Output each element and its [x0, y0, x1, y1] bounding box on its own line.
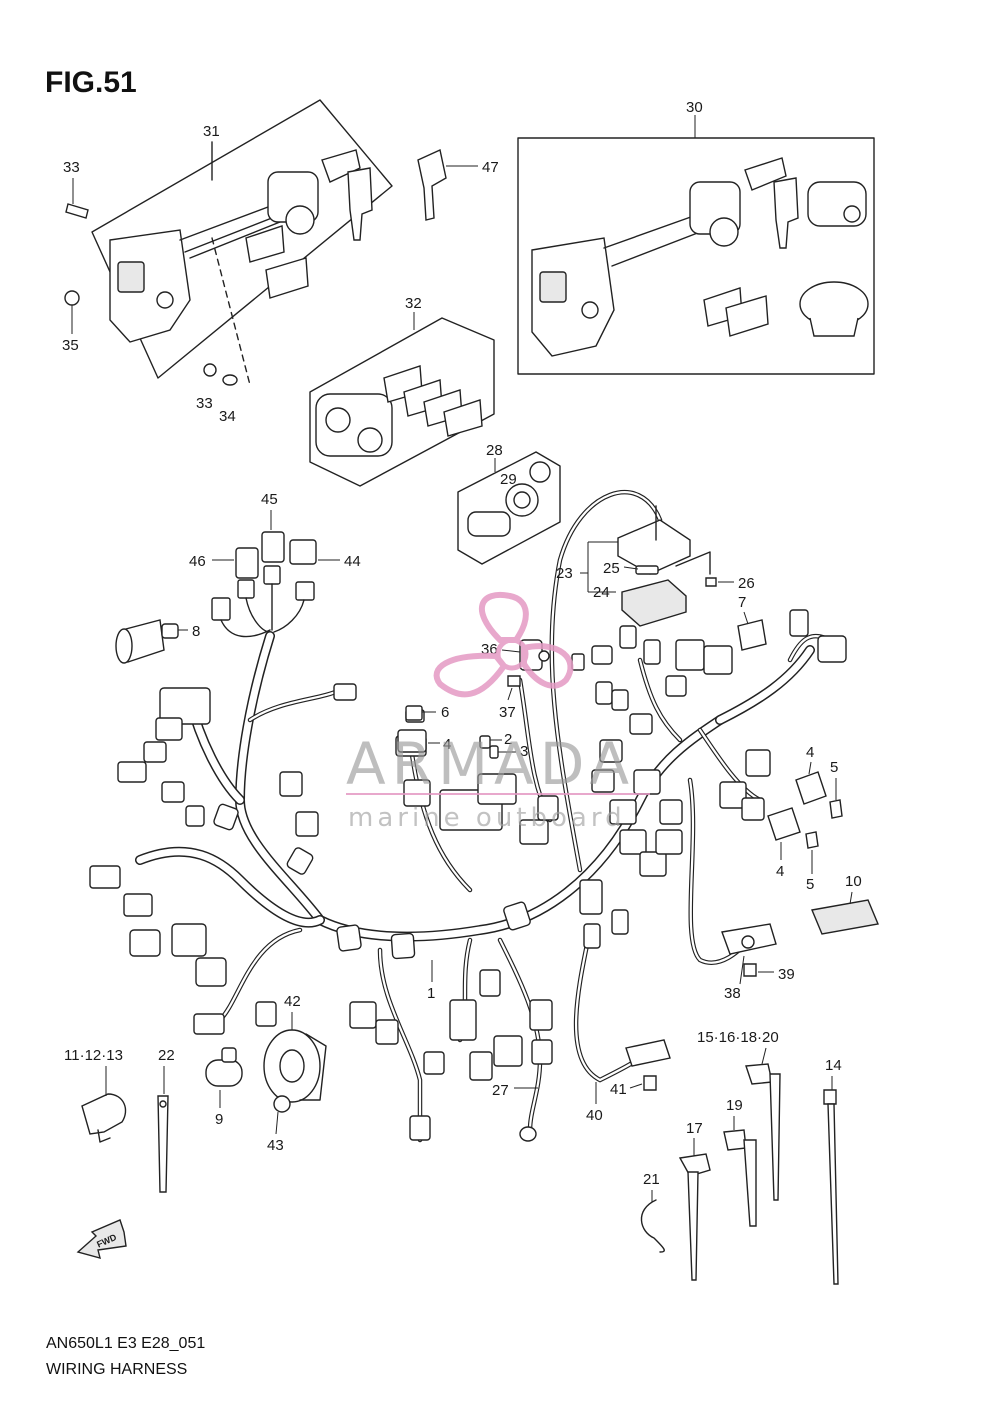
callout-8: 8	[192, 623, 200, 640]
ignition-switch-set-31	[64, 99, 393, 386]
connector-holders-4-5	[767, 771, 843, 849]
figure-name: WIRING HARNESS	[46, 1361, 187, 1378]
clamp-11-12-13	[81, 1093, 127, 1143]
callout-6: 6	[441, 704, 449, 721]
buzzer-9	[205, 1047, 243, 1087]
callout-3: 3	[520, 743, 528, 760]
sensor-bracket-38	[721, 923, 777, 977]
callout-24: 24	[593, 584, 610, 601]
cable-ties-14-21	[640, 1063, 839, 1285]
callout-45: 45	[261, 491, 278, 508]
callout-10: 10	[845, 873, 862, 890]
callout-27: 27	[492, 1082, 509, 1099]
callout-11-12-13: 11·12·13	[64, 1047, 123, 1064]
fuse-box-23	[617, 505, 717, 627]
callout-4-fuse-holder: 4	[443, 736, 451, 753]
callout-44: 44	[344, 553, 361, 570]
callout-31: 31	[203, 123, 220, 140]
callout-5-bottom: 5	[806, 876, 814, 893]
callout-47: 47	[482, 159, 499, 176]
callout-1: 1	[427, 985, 435, 1002]
callout-14: 14	[825, 1057, 842, 1074]
callout-9: 9	[215, 1111, 223, 1128]
callout-43: 43	[267, 1137, 284, 1154]
callout-29: 29	[500, 471, 517, 488]
callout-46: 46	[189, 553, 206, 570]
callout-21: 21	[643, 1171, 660, 1188]
callout-4-right-top: 4	[806, 744, 814, 761]
strap-band-22	[157, 1095, 169, 1193]
callout-25: 25	[603, 560, 620, 577]
callout-39: 39	[778, 966, 795, 983]
callout-42: 42	[284, 993, 301, 1010]
callout-17: 17	[686, 1120, 703, 1137]
sensor-40	[625, 1039, 671, 1091]
callout-34: 34	[219, 408, 236, 425]
callout-33-bottom: 33	[196, 395, 213, 412]
key-47	[417, 149, 447, 221]
watermark: ARMADA marine outboard	[346, 591, 650, 833]
callout-26: 26	[738, 575, 755, 592]
cap-8	[115, 619, 179, 664]
callout-32: 32	[405, 295, 422, 312]
horn-42	[263, 1029, 327, 1113]
connectors-44-46	[211, 531, 317, 638]
callout-35: 35	[62, 337, 79, 354]
watermark-tagline: marine outboard	[348, 803, 626, 833]
callout-37: 37	[499, 704, 516, 721]
propeller-logo-icon	[433, 591, 574, 698]
callout-23: 23	[556, 565, 573, 582]
relay-7	[737, 619, 767, 651]
label-sticker-10	[811, 899, 879, 935]
callout-41: 41	[610, 1081, 627, 1098]
callout-33-top: 33	[63, 159, 80, 176]
callout-40: 40	[586, 1107, 603, 1124]
callout-7: 7	[738, 594, 746, 611]
callout-15-16-18-20: 15·16·18·20	[697, 1029, 779, 1046]
callout-38: 38	[724, 985, 741, 1002]
watermark-brand: ARMADA	[346, 730, 635, 798]
model-code: AN650L1 E3 E28_051	[46, 1335, 205, 1352]
callout-5-top: 5	[830, 759, 838, 776]
callout-28: 28	[486, 442, 503, 459]
figure-title: FIG.51	[45, 66, 137, 99]
callout-30: 30	[686, 99, 703, 116]
callout-4-right-bottom: 4	[776, 863, 784, 880]
lock-set-32	[309, 312, 495, 487]
callout-19: 19	[726, 1097, 743, 1114]
forward-direction-arrow	[76, 1219, 127, 1259]
callout-2: 2	[504, 731, 512, 748]
accessory-socket-28	[457, 451, 561, 565]
callout-22: 22	[158, 1047, 175, 1064]
ignition-switch-set-30	[517, 115, 875, 375]
